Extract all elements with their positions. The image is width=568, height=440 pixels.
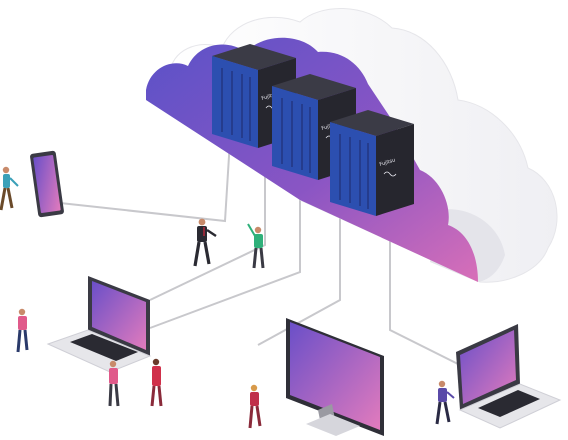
- monitor-foot: [306, 414, 360, 436]
- laptop-screen: [92, 281, 146, 350]
- rack-top: [272, 74, 356, 100]
- laptop-keyboard: [70, 334, 138, 361]
- laptop-screen: [460, 330, 516, 404]
- connector-tablet: [59, 139, 231, 223]
- rack-top: [212, 44, 296, 70]
- people: [0, 166, 455, 429]
- person-laptop-woman-1: [108, 360, 120, 407]
- monitor-device: [286, 318, 384, 436]
- connector-laptop-right: [389, 220, 471, 371]
- person-right-man: [435, 380, 455, 425]
- server-rack-3: Fujitsu: [330, 110, 414, 216]
- rack-front: [330, 122, 376, 216]
- fujitsu-infinity-logo-icon: [383, 171, 397, 177]
- rack-top: [330, 110, 414, 136]
- rack-front: [272, 86, 318, 180]
- laptop-right: [456, 324, 562, 429]
- monitor-screen: [290, 322, 380, 430]
- laptop-left: [46, 276, 152, 373]
- connector-monitor: [257, 195, 341, 346]
- person-monitor-woman: [248, 384, 262, 429]
- tablet-device: [30, 150, 64, 218]
- person-laptop-woman-2: [150, 358, 163, 407]
- server-brand-label: Fujitsu: [379, 157, 396, 168]
- server-brand-label: Fujitsu: [321, 121, 338, 132]
- rack-front: [212, 56, 258, 148]
- rack-side: [376, 124, 414, 216]
- person-waving: [247, 223, 265, 269]
- person-walking-tablet: [0, 166, 19, 211]
- server-brand-label: Fujitsu: [261, 91, 278, 102]
- connector-laptop-left: [149, 150, 266, 301]
- person-businessman: [193, 218, 217, 267]
- person-left-pink: [16, 308, 29, 353]
- laptop-keyboard: [478, 390, 540, 417]
- network-connectors: [59, 139, 471, 371]
- connector-laptop-left-2: [149, 175, 301, 329]
